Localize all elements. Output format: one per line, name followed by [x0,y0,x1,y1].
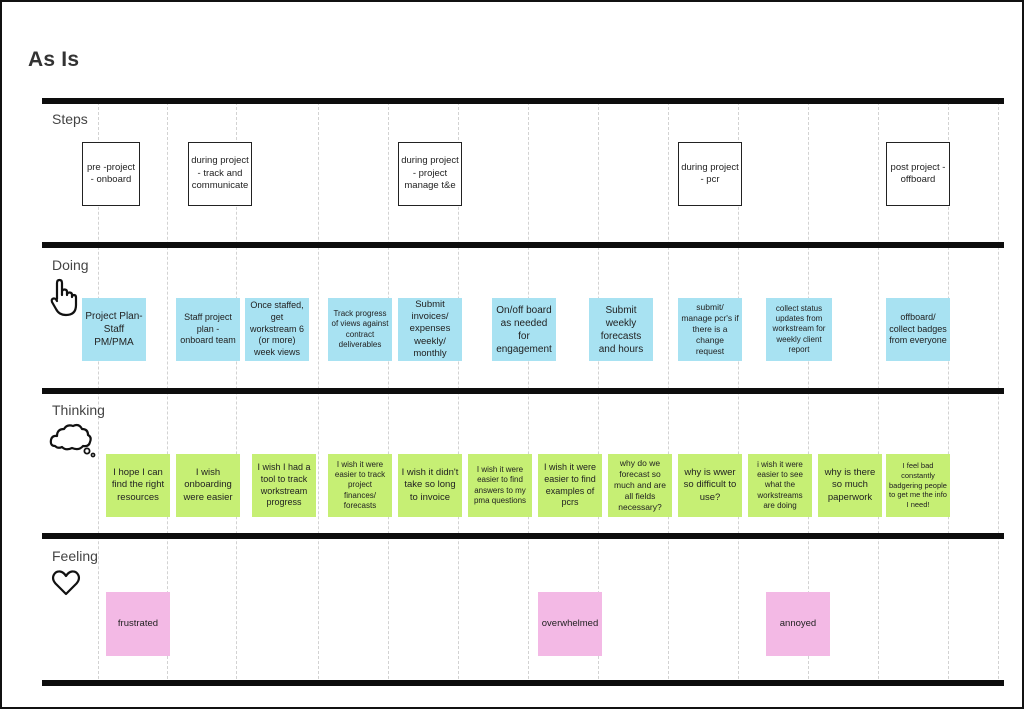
lane-divider [42,98,1004,104]
hand-pointer-icon [50,278,78,317]
lane-divider [42,680,1004,686]
thinking-note[interactable]: I wish I had a tool to track workstream … [252,454,316,517]
step-card[interactable]: pre -project - onboard [82,142,140,206]
thinking-note[interactable]: I wish onboarding were easier [176,454,240,517]
thinking-note[interactable]: I wish it didn't take so long to invoice [398,454,462,517]
step-card[interactable]: during project - pcr [678,142,742,206]
thinking-note[interactable]: i wish it were easier to see what the wo… [748,454,812,517]
thinking-note[interactable]: I wish it were easier to find answers to… [468,454,532,517]
lane-label-feeling: Feeling [52,548,98,564]
lane-divider [42,242,1004,248]
doing-note[interactable]: Submit invoices/ expenses weekly/ monthl… [398,298,462,361]
step-card[interactable]: during project - track and communicate [188,142,252,206]
feeling-note[interactable]: frustrated [106,592,170,656]
doing-note[interactable]: offboard/ collect badges from everyone [886,298,950,361]
doing-note[interactable]: collect status updates from workstream f… [766,298,832,361]
lane-label-thinking: Thinking [52,402,105,418]
thinking-note[interactable]: why do we forecast so much and are all f… [608,454,672,517]
heart-icon [51,570,81,596]
feeling-note[interactable]: overwhelmed [538,592,602,656]
thinking-note[interactable]: I hope I can find the right resources [106,454,170,517]
thinking-note[interactable]: why is wwer so difficult to use? [678,454,742,517]
lane-label-steps: Steps [52,111,88,127]
thinking-note[interactable]: I wish it were easier to find examples o… [538,454,602,517]
doing-note[interactable]: Staff project plan - onboard team [176,298,240,361]
doing-note[interactable]: Track progress of views against contract… [328,298,392,361]
step-card[interactable]: during project - project manage t&e [398,142,462,206]
thinking-note[interactable]: why is there so much paperwork [818,454,882,517]
feeling-note[interactable]: annoyed [766,592,830,656]
thinking-note[interactable]: I feel bad constantly badgering people t… [886,454,950,517]
lane-divider [42,533,1004,539]
thinking-note[interactable]: I wish it were easier to track project f… [328,454,392,517]
doing-note[interactable]: submit/ manage pcr's if there is a chang… [678,298,742,361]
thought-cloud-icon [49,423,96,458]
doing-note[interactable]: Submit weekly forecasts and hours [589,298,653,361]
board-title: As Is [28,48,80,71]
lane-label-doing: Doing [52,257,89,273]
doing-note[interactable]: Once staffed, get workstream 6 (or more)… [245,298,309,361]
lane-divider [42,388,1004,394]
step-card[interactable]: post project - offboard [886,142,950,206]
doing-note[interactable]: On/off board as needed for engagement [492,298,556,361]
doing-note[interactable]: Project Plan- Staff PM/PMA [82,298,146,361]
